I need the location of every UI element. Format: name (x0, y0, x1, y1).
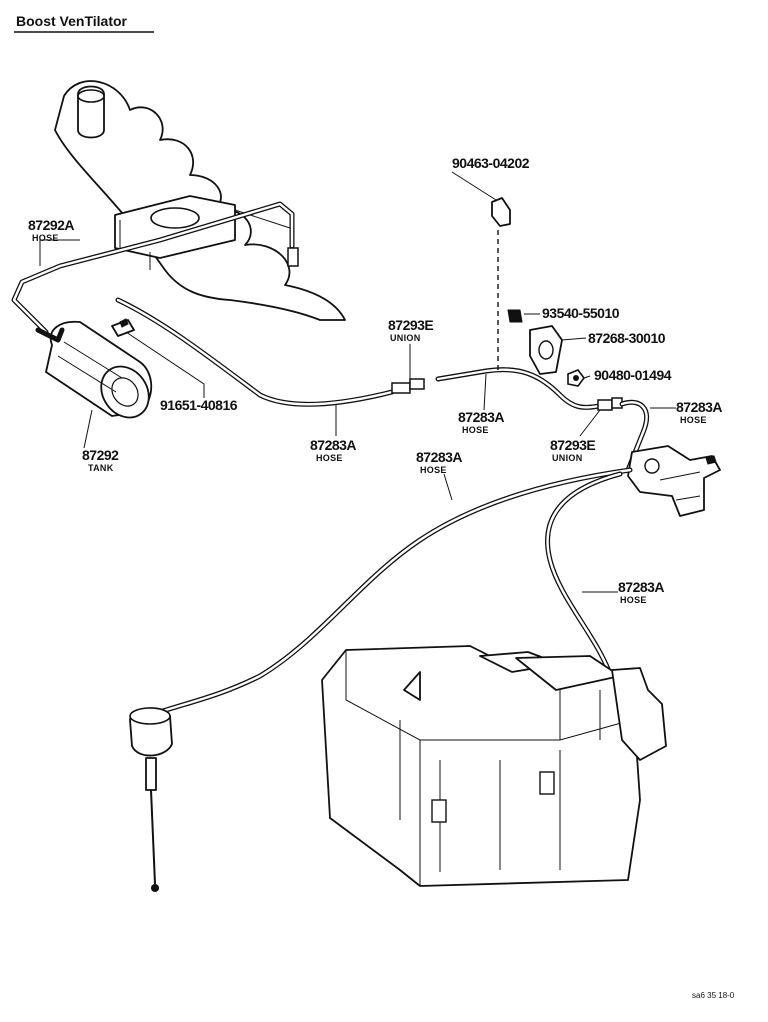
part-number: 90463-04202 (452, 155, 530, 171)
callout-hose-87283a-left: 87283A HOSE (310, 437, 357, 463)
part-number: 90480-01494 (594, 367, 672, 383)
intake-manifold-illustration (54, 80, 346, 321)
part-number: 87283A (676, 399, 722, 415)
part-type: UNION (552, 453, 583, 463)
part-type: HOSE (462, 425, 489, 435)
part-number: 87283A (416, 449, 462, 465)
callout-tank-87292: 87292 TANK (82, 447, 120, 473)
part-number: 87283A (310, 437, 356, 453)
heater-unit-illustration (321, 645, 667, 887)
callout-hose-87283a-lower: 87283A HOSE (618, 579, 665, 605)
union-87293e-top-illustration (391, 378, 425, 394)
leader-lines (39, 171, 676, 593)
control-valve-illustration (627, 445, 721, 517)
part-type: HOSE (420, 465, 447, 475)
callout-hose-87283a-right: 87283A HOSE (676, 399, 723, 425)
hose-87283a-mid-line (435, 367, 603, 410)
part-number: 87283A (618, 579, 664, 595)
part-number: 87293E (388, 317, 433, 333)
callout-union-87293e-right: 87293E UNION (550, 437, 596, 463)
part-type: HOSE (316, 453, 343, 463)
callout-union-87293e-top: 87293E UNION (388, 317, 434, 343)
part-type: HOSE (620, 595, 647, 605)
callout-hose-87292a: 87292A HOSE (28, 217, 75, 243)
part-number: 87293E (550, 437, 595, 453)
hose-87283a-right-line (619, 399, 649, 473)
part-type: HOSE (680, 415, 707, 425)
part-number: 91651-40816 (160, 397, 238, 413)
callout-hose-87283a-center: 87283A HOSE (416, 449, 463, 475)
vacuum-valve-cluster (507, 309, 585, 387)
callout-bolt-91651: 91651-40816 (160, 397, 238, 413)
part-number: 87283A (458, 409, 504, 425)
tank-87292-illustration (35, 318, 153, 419)
part-number: 93540-55010 (542, 305, 620, 321)
part-type: TANK (88, 463, 114, 473)
callout-screw-93540: 93540-55010 (542, 305, 620, 321)
callout-valve-87268: 87268-30010 (588, 330, 666, 346)
callout-hose-87283a-mid: 87283A HOSE (458, 409, 505, 435)
part-type: HOSE (32, 233, 59, 243)
hose-87292a-line (11, 201, 295, 335)
callout-nut-90480: 90480-01494 (594, 367, 672, 383)
drawing-reference: sa6 35 18-0 (692, 991, 735, 1000)
vacuum-actuator-illustration (129, 707, 173, 892)
part-number: 87292A (28, 217, 74, 233)
part-number: 87268-30010 (588, 330, 666, 346)
part-type: UNION (390, 333, 421, 343)
hose-87283a-lower-line (545, 471, 625, 743)
union-87293e-right-illustration (597, 397, 623, 411)
diagram-title: Boost VenTilator (16, 13, 128, 29)
part-number: 87292 (82, 447, 119, 463)
clip-90463-illustration (491, 197, 511, 372)
callout-clip-90463: 90463-04202 (452, 155, 530, 171)
hose-87283a-center-line (157, 467, 633, 715)
hose-87283a-left-line (115, 297, 395, 407)
